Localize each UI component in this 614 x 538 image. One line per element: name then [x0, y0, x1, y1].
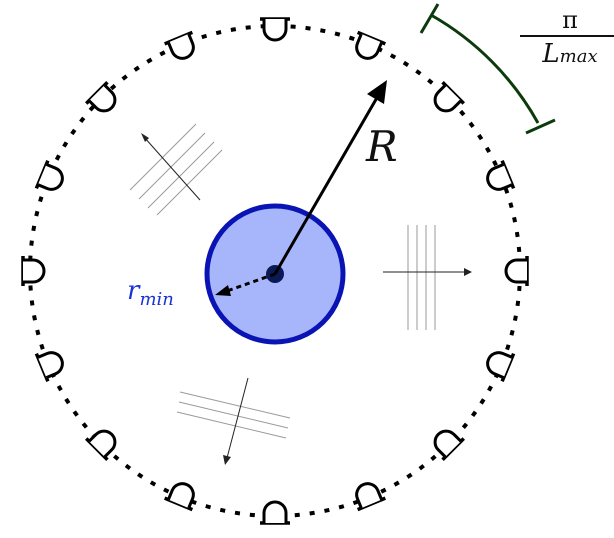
outer-radius-label: R	[366, 122, 398, 171]
sensor-icon	[260, 500, 290, 525]
sensor-icon	[486, 351, 516, 383]
arc-end-cap	[525, 118, 556, 135]
outer-radius-arrowhead	[367, 80, 387, 104]
direction-arrow-right	[383, 268, 472, 276]
angle-arc-indicator	[430, 13, 540, 124]
arc-end-cap	[419, 3, 440, 34]
sensor-icon	[34, 351, 64, 383]
fraction-denominator-subscript: max	[559, 46, 598, 67]
inner-radius-arrowhead	[215, 285, 231, 296]
sensor-icon	[34, 159, 64, 191]
sensor-icon	[21, 256, 46, 286]
line-bundle-right	[407, 225, 436, 330]
line-bundle-lower	[176, 391, 291, 439]
sensor-icon	[486, 159, 516, 191]
line-bundle-upper-left	[129, 123, 223, 216]
fraction-denominator-symbol: L	[542, 39, 560, 69]
angle-fraction-label: π Lmax	[520, 6, 614, 72]
sensor-icon	[85, 81, 117, 113]
sensor-icon	[260, 17, 290, 42]
sensor-icon	[504, 256, 529, 286]
direction-arrow-lower	[223, 377, 249, 465]
sensor-icon	[85, 429, 117, 461]
outer-radius-arrow	[273, 88, 384, 275]
sensor-icon	[163, 30, 195, 60]
sensor-icon	[163, 482, 195, 512]
fraction-numerator: π	[562, 6, 578, 34]
inner-radius-symbol: r	[127, 276, 140, 306]
fraction-denominator: Lmax	[520, 39, 614, 72]
sensor-ring	[21, 17, 529, 525]
sensor-icon	[433, 429, 465, 461]
sensor-icon	[355, 482, 387, 512]
sensor-icon	[355, 30, 387, 60]
inner-radius-subscript: min	[139, 289, 174, 310]
sensor-icon	[433, 81, 465, 113]
direction-arrow-upper-left	[141, 133, 201, 201]
inner-radius-label: rmin	[127, 276, 174, 310]
fraction-bar	[520, 35, 614, 37]
